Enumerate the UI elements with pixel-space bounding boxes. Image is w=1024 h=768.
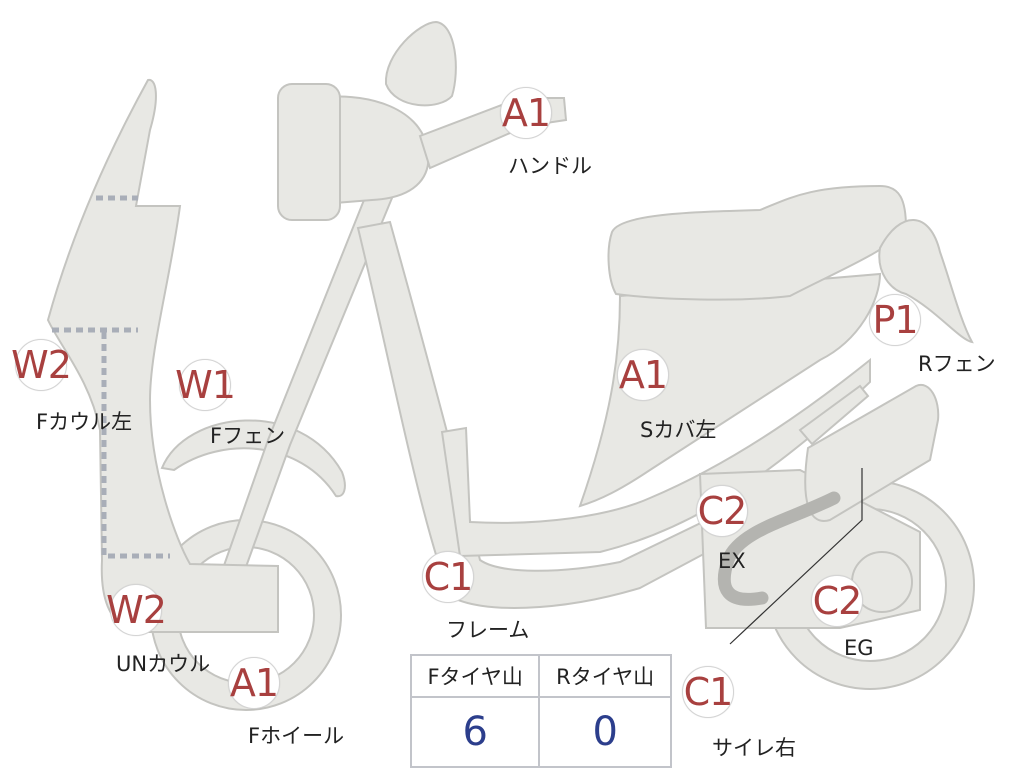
grade-badge-f-wheel: A1 xyxy=(228,657,280,709)
tire-table-value-row: 6 0 xyxy=(409,696,672,768)
tire-table-header-row: Fタイヤ山 Rタイヤ山 xyxy=(409,654,672,698)
side-cover-body xyxy=(578,272,882,508)
rear-tire-header: Rタイヤ山 xyxy=(538,654,672,698)
part-label-under-cowl: UNカウル xyxy=(116,652,211,676)
part-label-f-wheel: Fホイール xyxy=(248,724,345,748)
part-label-frame: フレーム xyxy=(446,618,530,642)
grade-badge-f-cowl-left: W2 xyxy=(11,339,72,391)
grade-badge-engine: C2 xyxy=(811,575,863,627)
part-label-r-fender: Rフェン xyxy=(918,352,996,376)
tire-tread-table: Fタイヤ山 Rタイヤ山 6 0 xyxy=(409,654,672,768)
cowl-seam-vert xyxy=(101,332,170,559)
grade-badge-under-cowl: W2 xyxy=(106,584,167,636)
part-label-f-cowl-left: Fカウル左 xyxy=(36,410,133,434)
grade-badge-r-fender: P1 xyxy=(869,294,921,346)
part-label-muffler-right: サイレ右 xyxy=(712,736,796,760)
headlight xyxy=(277,83,341,221)
front-tire-value: 6 xyxy=(409,696,541,768)
grade-badge-side-cover-left: A1 xyxy=(617,349,669,401)
grade-badge-f-fender: W1 xyxy=(175,359,236,411)
grade-badge-frame: C1 xyxy=(422,551,474,603)
exhaust-pipe xyxy=(717,491,841,606)
mirror xyxy=(384,20,457,107)
part-label-exhaust: EX xyxy=(718,549,746,573)
leader-line-exhaust xyxy=(729,468,863,645)
rear-fender xyxy=(878,219,974,344)
front-tire-header: Fタイヤ山 xyxy=(409,654,541,698)
part-label-f-fender: Fフェン xyxy=(210,424,286,448)
muffler xyxy=(804,383,940,522)
grade-badge-muffler-right: C1 xyxy=(682,666,734,718)
part-label-handle: ハンドル xyxy=(508,154,592,178)
part-label-engine: EG xyxy=(844,636,874,660)
grade-badge-handle: A1 xyxy=(500,87,552,139)
grade-badge-exhaust: C2 xyxy=(696,485,748,537)
rear-rod xyxy=(798,384,870,446)
front-fender xyxy=(160,419,346,498)
part-label-side-cover-left: Sカバ左 xyxy=(640,418,717,442)
rear-tire-value: 0 xyxy=(538,696,672,768)
